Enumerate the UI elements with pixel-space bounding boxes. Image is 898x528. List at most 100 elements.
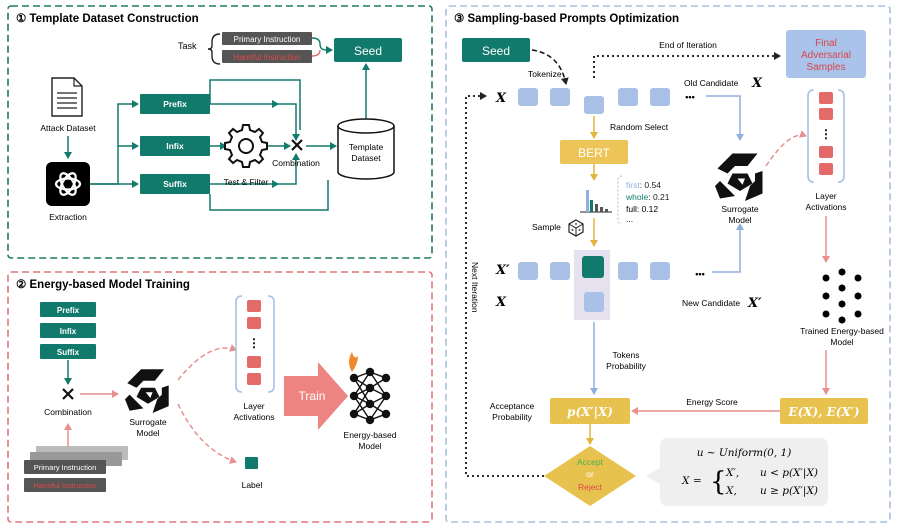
p3-seed-box [462,38,530,62]
suffix-text: Suffix [163,179,187,189]
case2-value: X, [725,485,737,497]
prob-whole: whole: 0.21 [625,192,670,202]
task-to-seed-arrow [311,37,333,54]
p3-seed-text: Seed [482,44,510,58]
panel-sampling-optimization: ③ Sampling-based Prompts Optimization Se… [445,5,891,523]
trained-ebm-line1: Trained Energy-based [800,326,884,336]
acceptance-line2: Probability [492,412,532,422]
old-candidate-arrow [706,95,744,141]
p3-layer-line1: Layer [815,191,836,201]
p3-layer-line2: Activations [805,202,846,212]
p2-ebm-line1: Energy-based [344,430,397,440]
p2-label-text: Label [242,480,263,490]
template-dataset-line2: Dataset [351,153,381,163]
prob-first: first: 0.54 [626,180,661,190]
p3-surrogate-to-layer-arrow [765,130,807,167]
new-candidate-arrow [712,223,744,273]
prob-full: full: 0.12 [626,204,658,214]
panel1-border [7,5,433,259]
p3-activation-dots: ⋮ [820,127,832,141]
p3-surrogate-model-icon [715,153,763,201]
p2-surrogate-line1: Surrogate [129,417,167,427]
token-x-selected [584,96,604,114]
panel1-title: ① Template Dataset Construction [16,12,199,25]
case2-condition: u ≥ p(X′|X) [760,485,818,498]
seed-box [334,38,402,62]
harmful-instruction-box [222,50,312,63]
token-x [550,88,570,106]
task-label: Task [178,41,197,51]
energy-formula-box [780,398,868,424]
p2-prefix-text: Prefix [57,306,80,315]
p2-harmful-instruction-text: Harmful Instruction [34,481,97,490]
infix-text: Infix [166,141,184,151]
case1-value: X′, [725,467,739,479]
document-icon [51,77,83,117]
p2-infix-text: Infix [60,327,77,336]
old-candidate-x: X [751,76,763,91]
template-dataset-line1: Template [349,142,384,152]
task-brace [207,33,221,65]
acceptance-formula-text: p(X′|X) [567,405,613,419]
extraction-branches [90,100,139,188]
token-x [518,88,538,106]
p2-infix-box [40,323,96,338]
p2-activation-dots: ⋮ [248,336,260,350]
infix-box [140,136,210,156]
flame-icon [349,352,358,372]
bottom-token-dots: ••• [695,269,704,279]
energy-score-label: Energy Score [686,397,738,407]
final-line2: Adversarial [801,50,851,61]
p2-label-cell [245,457,258,469]
p2-combination-label: Combination [44,407,92,417]
tokens-prob-line2: Probability [606,361,646,371]
p2-prefix-box [40,302,96,317]
p2-combination-cross-icon [62,388,74,400]
x-prime-label: X′ [495,263,510,278]
p2-harmful-instruction-box [24,478,106,492]
panel3-border [445,5,891,523]
rule-callout [646,438,828,506]
prob-list-bracket [617,175,623,225]
p2-ebm-line2: Model [358,441,381,451]
final-line3: Samples [807,62,846,73]
p2-activation-cell [247,300,261,312]
case-brace: { [710,467,727,497]
panel1-flow-arrows [209,63,370,211]
new-candidate-label: New Candidate [682,298,740,308]
panel2-border [7,271,433,523]
reject-text: Reject [578,482,603,492]
p2-layer-left-bracket [235,295,243,393]
final-samples-box [786,30,866,78]
p2-surrogate-to-layer-arrow [177,344,237,381]
primary-instruction-text: Primary Instruction [234,35,301,44]
p2-surrogate-to-label-arrow [177,403,237,464]
sample-label: Sample [532,222,561,232]
p3-surrogate-line2: Model [728,215,751,225]
case-x-eq: X = [681,475,702,487]
p3-layer-right-bracket [837,89,845,183]
combination-cross-icon [291,139,303,151]
accept-reject-diamond [544,446,636,506]
prefix-text: Prefix [163,99,187,109]
suffix-box [140,174,210,194]
x-label-top: X [495,91,507,106]
p2-suffix-box [40,344,96,359]
token-x-original [584,292,604,312]
p2-layer-line2: Activations [233,412,274,422]
next-iteration-label: Next Iteration [470,262,480,313]
random-select-label: Random Select [610,122,669,132]
top-token-dots: ••• [685,92,694,102]
p2-activation-cell [247,373,261,385]
p3-layer-left-bracket [807,89,815,183]
token-x-prime [518,262,538,280]
p2-surrogate-line2: Model [136,428,159,438]
combination-label: Combination [272,158,320,168]
database-cylinder-icon [337,118,395,180]
token-x-prime-new [582,256,604,278]
uniform-rule: u ∼ Uniform(0, 1) [697,447,792,459]
token-x-prime [618,262,638,280]
bert-text: BERT [578,146,610,160]
end-iteration-arrow [593,52,781,78]
p2-layer-line1: Layer [243,401,264,411]
